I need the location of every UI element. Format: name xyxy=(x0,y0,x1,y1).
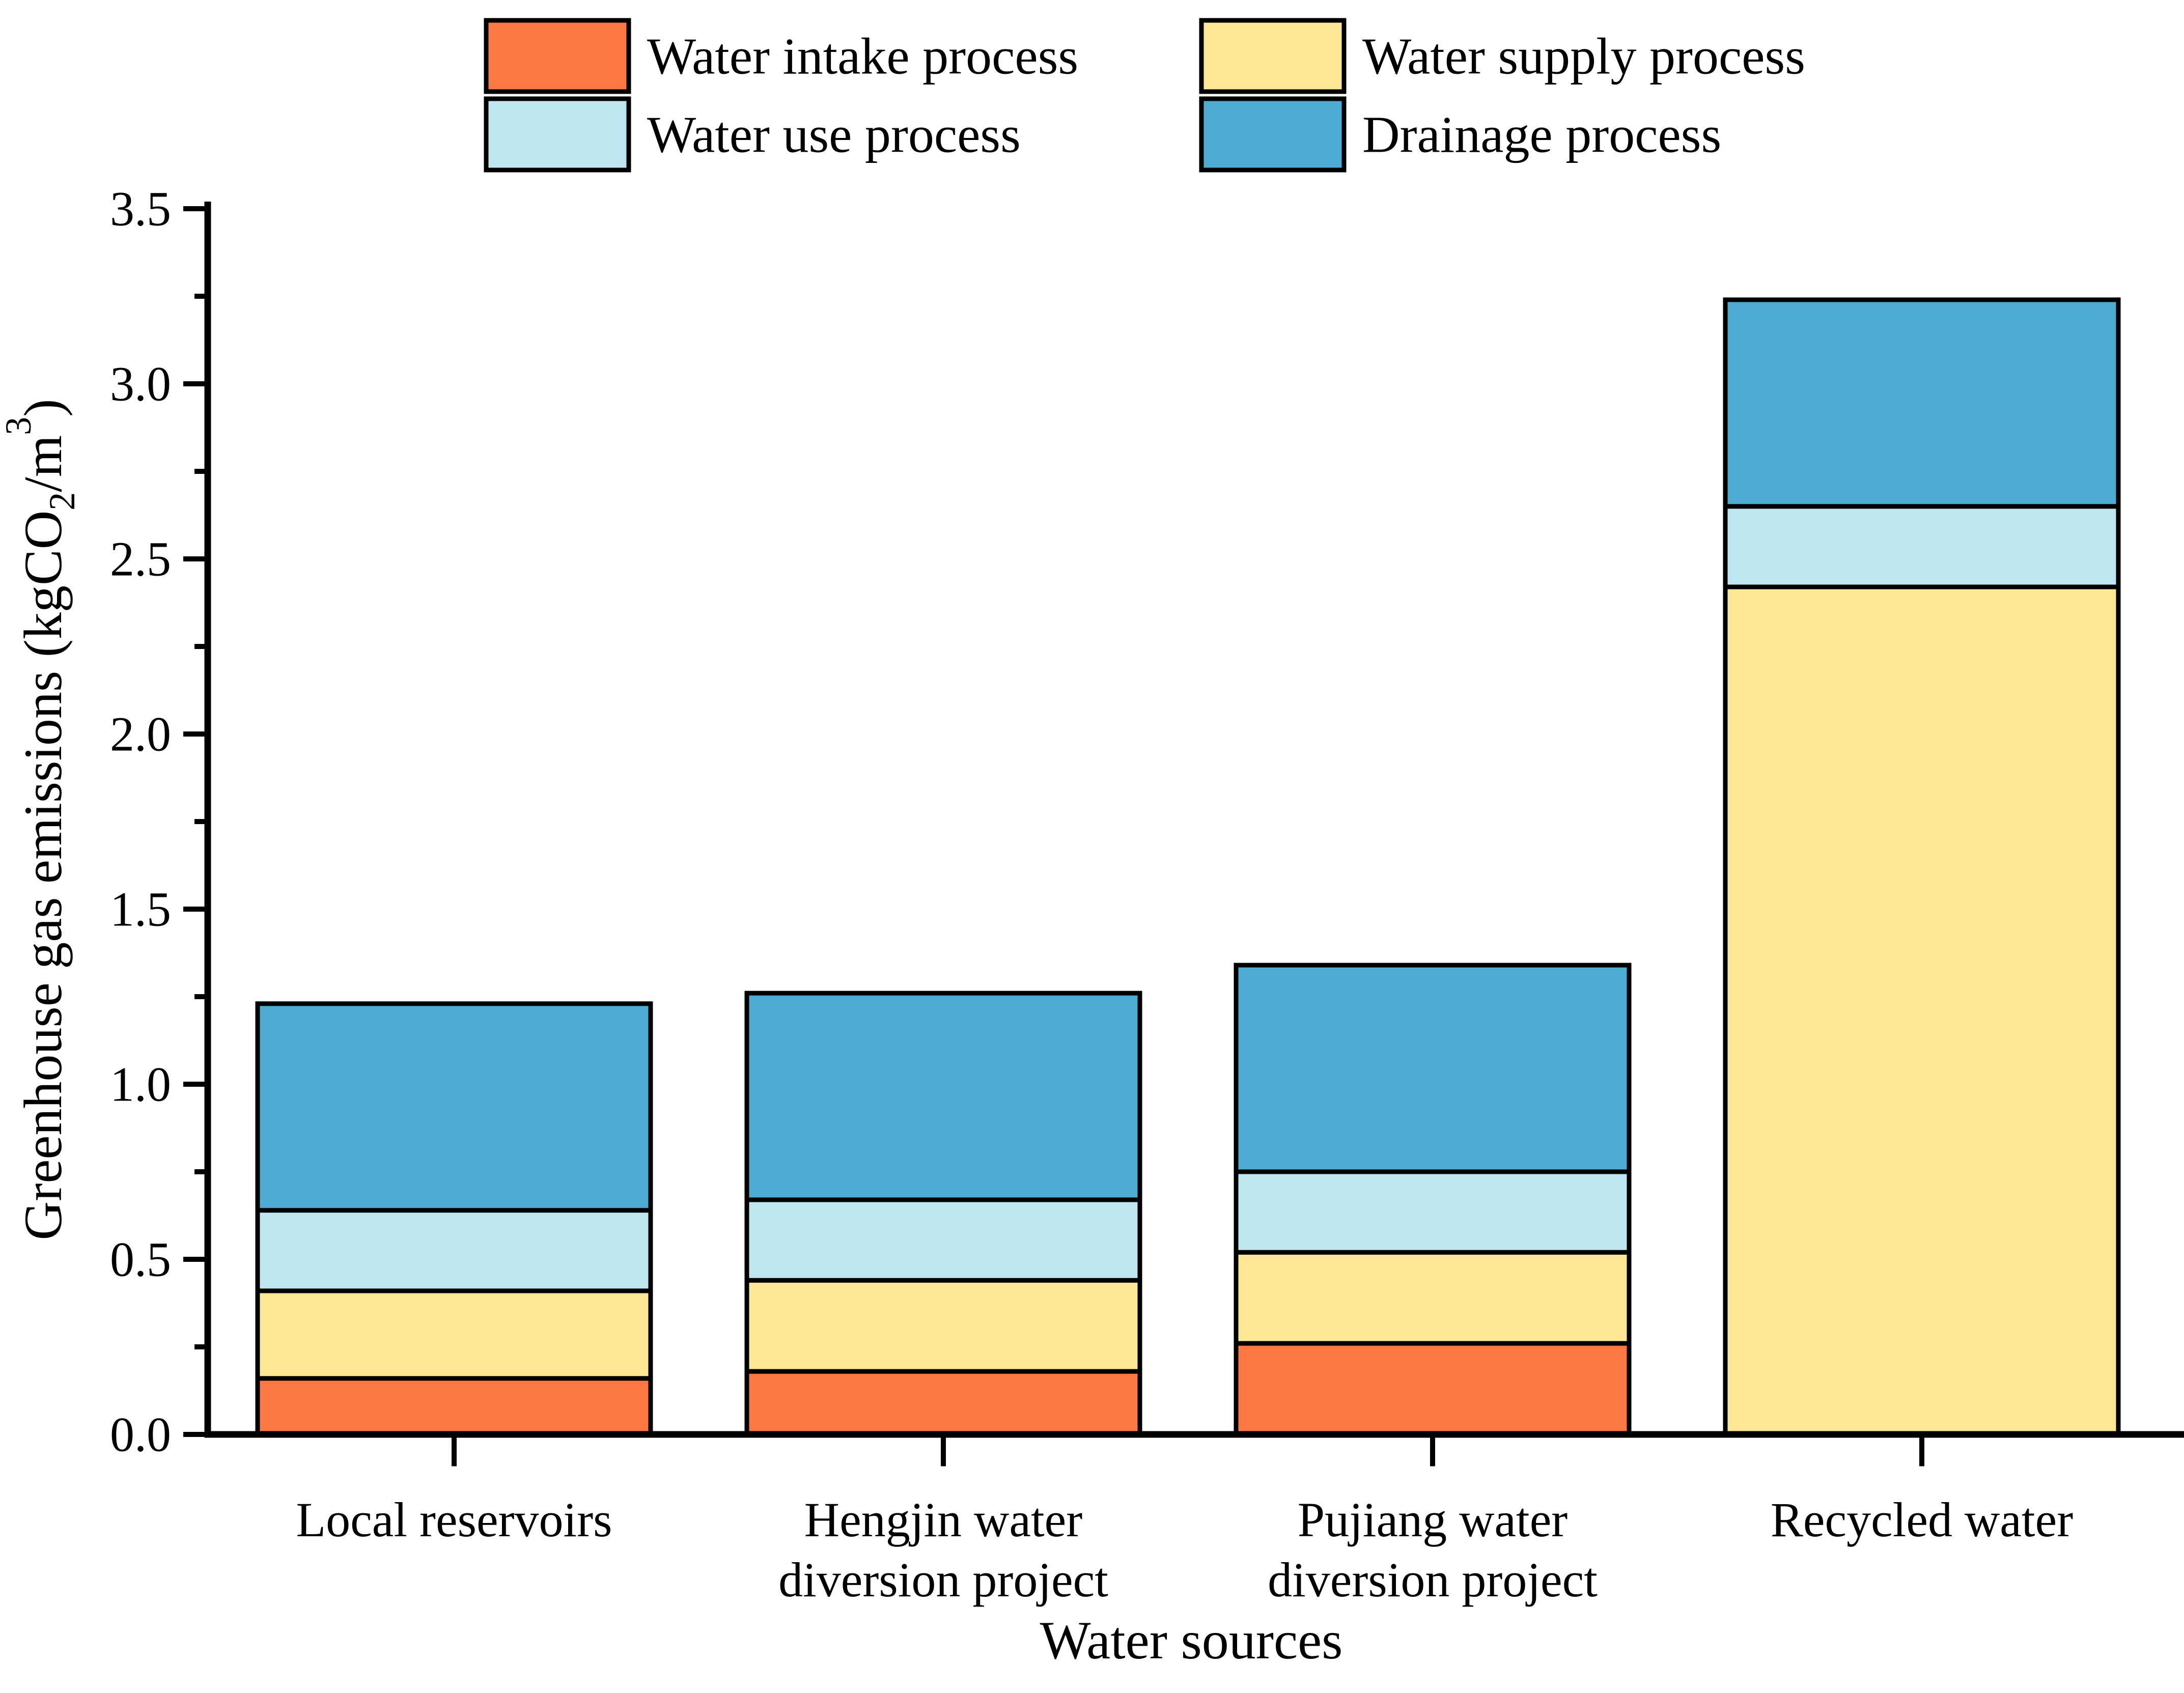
bar-segment xyxy=(255,1208,653,1293)
y-tick-label: 0.0 xyxy=(110,1407,171,1462)
bar-segment xyxy=(1234,1169,1632,1255)
bar-segment xyxy=(1723,504,2121,589)
bar-segment xyxy=(744,1369,1142,1437)
legend-swatch xyxy=(484,96,631,173)
y-tick-label: 3.5 xyxy=(110,182,171,236)
bar-segment xyxy=(255,1376,653,1437)
x-category-label: diversion project xyxy=(778,1553,1108,1607)
bar-segment xyxy=(744,1278,1142,1374)
x-category-label: Recycled water xyxy=(1771,1492,2073,1547)
legend-label: Water use process xyxy=(647,106,1021,164)
bar-segment xyxy=(1234,963,1632,1174)
y-tick-label: 0.5 xyxy=(110,1232,171,1287)
y-axis-title-part: ) xyxy=(13,399,73,417)
y-tick-label: 2.5 xyxy=(110,532,171,586)
legend-label: Drainage process xyxy=(1362,106,1721,164)
y-tick-label: 1.5 xyxy=(110,882,171,937)
bar-segment xyxy=(1234,1341,1632,1437)
bar-segment xyxy=(1234,1250,1632,1346)
bar-segment xyxy=(255,1288,653,1381)
y-tick-label: 3.0 xyxy=(110,357,171,411)
x-axis-title: Water sources xyxy=(1040,1611,1343,1670)
y-axis-title-part: 2 xyxy=(42,492,82,511)
x-category-label: Local reservoirs xyxy=(296,1492,612,1547)
y-tick-label: 2.0 xyxy=(110,707,171,761)
bar-segment xyxy=(1723,297,2121,509)
bar-segment xyxy=(744,991,1142,1202)
y-axis-title-part: /m xyxy=(13,435,73,492)
x-category-label: Hengjin water xyxy=(804,1492,1083,1547)
y-axis-title: Greenhouse gas emissions (kgCO2/m3) xyxy=(0,399,82,1240)
y-axis-title-part: Greenhouse gas emissions (kgCO xyxy=(13,511,73,1240)
bar-segment xyxy=(255,1001,653,1213)
bar-segment xyxy=(744,1197,1142,1283)
x-category-label: diversion project xyxy=(1268,1553,1598,1607)
x-category-label: Pujiang water xyxy=(1298,1492,1568,1547)
legend-swatch xyxy=(1199,18,1347,94)
y-tick-label: 1.0 xyxy=(110,1057,171,1112)
bar-segment xyxy=(1723,584,2121,1437)
legend-label: Water intake process xyxy=(647,28,1078,86)
legend-swatch xyxy=(1199,96,1347,173)
y-axis-title-part: 3 xyxy=(0,417,39,435)
legend-label: Water supply process xyxy=(1362,28,1805,86)
legend-swatch xyxy=(484,18,631,94)
